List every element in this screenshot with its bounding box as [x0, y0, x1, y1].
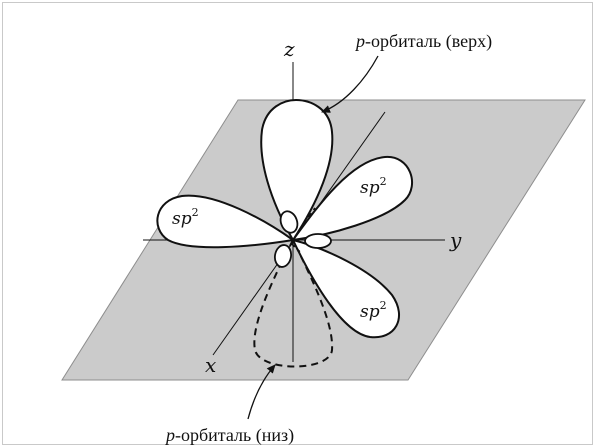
- figure-frame: [2, 2, 593, 445]
- small-lobe-up: [279, 210, 299, 234]
- caption-p-orbital-top: p-орбиталь (верх): [354, 31, 492, 52]
- sp2-label-left: sp2: [172, 206, 199, 229]
- sp2-lobe-left: [156, 194, 296, 249]
- p-orbital-upper-lobe: [260, 98, 334, 242]
- arrow-top: [321, 55, 379, 113]
- small-lobe-down: [273, 244, 293, 268]
- caption-p-orbital-bottom: p-орбиталь (низ): [164, 425, 294, 446]
- sp2-lobe-upper-right: [290, 155, 414, 242]
- y-axis-label: y: [449, 228, 462, 252]
- sp2-label-upper-right: sp2: [360, 175, 387, 198]
- sp2-lobe-lower-right: [291, 238, 400, 339]
- z-axis-label: z: [283, 37, 295, 61]
- inner-dash-lower: [291, 243, 301, 253]
- inner-dash-upper: [297, 207, 316, 233]
- arrow-bottom: [247, 364, 276, 420]
- sp2-label-lower-right: sp2: [360, 299, 387, 322]
- x-axis-label: x: [205, 353, 216, 377]
- small-lobe-right: [304, 233, 332, 249]
- p-orbital-lower-lobe: [253, 237, 334, 368]
